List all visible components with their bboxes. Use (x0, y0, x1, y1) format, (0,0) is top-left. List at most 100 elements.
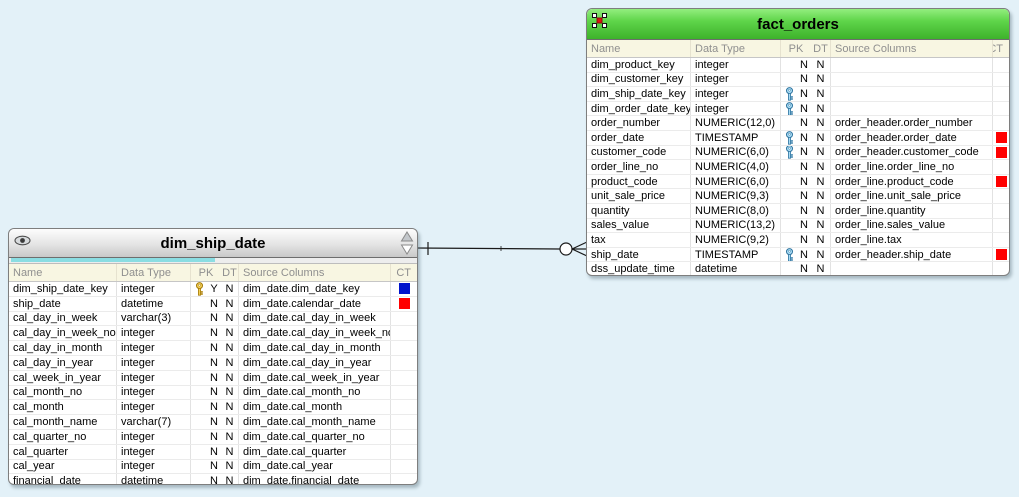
pk-flag: N (210, 430, 218, 443)
primary-key-cell (781, 189, 797, 203)
dt-flag: N (221, 311, 239, 326)
column-data-type: integer (691, 58, 781, 72)
primary-key-cell (781, 219, 797, 233)
ct-cell (993, 58, 1009, 72)
dt-flag: N (221, 444, 239, 459)
column-data-type: integer (117, 444, 191, 459)
source-column: order_line.sales_value (831, 218, 993, 233)
ct-cell (391, 445, 417, 459)
column-data-type: NUMERIC(6,0) (691, 174, 781, 189)
column-data-type: integer (117, 459, 191, 474)
ct-flag-red (995, 249, 1007, 261)
dt-flag: N (811, 160, 831, 174)
pk-flag: N (800, 160, 808, 173)
column-name: dim_product_key (587, 58, 691, 72)
primary-key-cell (781, 233, 797, 247)
source-column: order_line.unit_sale_price (831, 189, 993, 203)
column-name: cal_year (9, 459, 117, 474)
source-column: order_line.tax (831, 233, 993, 247)
source-column: dim_date.cal_day_in_week_no (239, 326, 391, 341)
column-name: financial_date (9, 474, 117, 484)
column-name: tax (587, 233, 691, 247)
column-header-name: Name (9, 264, 117, 281)
ct-cell (993, 189, 1009, 203)
column-data-type: NUMERIC(13,2) (691, 218, 781, 233)
dt-flag: N (811, 247, 831, 262)
table-header-bar[interactable]: dim_ship_date (9, 229, 417, 258)
key-icon (785, 247, 793, 262)
column-name: order_number (587, 116, 691, 130)
primary-key-cell (191, 400, 207, 414)
column-name: cal_day_in_week (9, 311, 117, 326)
dt-flag: N (221, 400, 239, 415)
table-header-bar[interactable]: fact_orders (587, 9, 1009, 40)
pk-flag: N (210, 371, 218, 384)
ct-cell (391, 341, 417, 355)
ct-cell (391, 430, 417, 444)
ct-flag-blue (398, 283, 410, 295)
ct-cell (391, 371, 417, 385)
dt-flag: N (221, 474, 239, 484)
pk-flag: N (210, 327, 218, 340)
primary-key-cell (781, 160, 797, 174)
scroll-progress-fill (11, 258, 215, 262)
column-name: order_date (587, 130, 691, 145)
ct-cell (391, 356, 417, 370)
triangle-up-icon[interactable] (400, 231, 414, 242)
key-icon (785, 87, 793, 101)
triangle-down-icon[interactable] (400, 244, 414, 255)
pk-flag: N (210, 386, 218, 399)
column-header-pk: PK (198, 266, 214, 279)
ct-cell (391, 415, 417, 429)
dt-flag: N (221, 370, 239, 385)
pk-flag: N (800, 175, 808, 188)
column-name: ship_date (9, 296, 117, 311)
column-data-type: NUMERIC(6,0) (691, 145, 781, 160)
dt-flag: N (221, 282, 239, 296)
column-header-dt: DT (811, 40, 831, 57)
primary-key-cell (781, 145, 797, 160)
primary-key-cell (191, 445, 207, 459)
source-column: dim_date.cal_month (239, 400, 391, 415)
column-data-type: TIMESTAMP (691, 130, 781, 145)
ct-cell (993, 233, 1009, 247)
column-data-type: datetime (691, 262, 781, 275)
ct-cell (391, 312, 417, 326)
primary-key-cell (191, 341, 207, 355)
ct-cell (993, 175, 1009, 189)
ct-flag-red (995, 132, 1007, 144)
